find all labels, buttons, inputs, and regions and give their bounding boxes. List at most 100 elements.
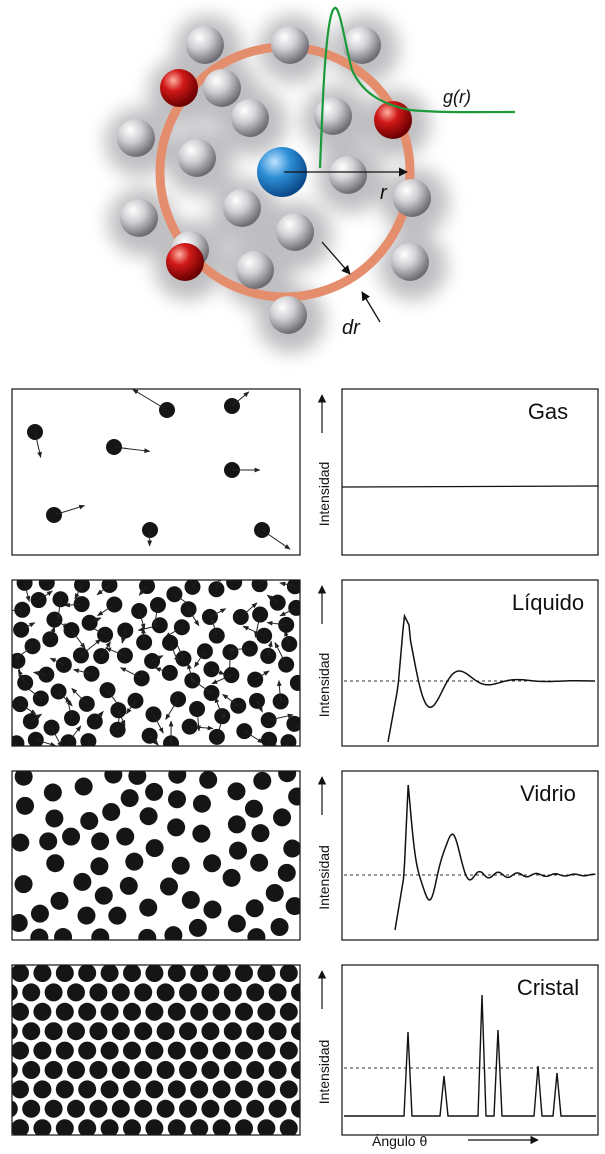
velocity-arrow (297, 676, 300, 684)
particle (89, 983, 108, 1002)
particle (160, 877, 179, 896)
velocity-arrow (94, 710, 104, 722)
state-label: Gas (528, 399, 568, 424)
velocity-arrow (12, 608, 23, 613)
velocity-arrow (196, 708, 201, 732)
particle (302, 1119, 320, 1137)
particle (12, 1041, 29, 1060)
velocity-arrow (105, 647, 126, 657)
velocity-arrow (267, 640, 273, 657)
particle (227, 815, 246, 834)
particle (224, 1139, 242, 1154)
particle (12, 1100, 18, 1118)
velocity-arrow (121, 630, 126, 644)
particle (167, 1119, 186, 1135)
velocity-arrow (231, 391, 250, 407)
particle (302, 964, 320, 982)
particle (145, 782, 164, 801)
particle (167, 965, 186, 982)
gray-atom (120, 199, 158, 237)
particle (285, 897, 300, 916)
particle (73, 872, 92, 891)
particle (17, 674, 34, 691)
particle (167, 790, 186, 809)
particle (45, 1139, 63, 1154)
intensity-curve (387, 613, 595, 743)
velocity-arrow (32, 670, 47, 676)
particle (229, 841, 248, 860)
particle (179, 1022, 197, 1041)
velocity-arrow (80, 638, 102, 656)
particle (100, 1119, 119, 1135)
particle (188, 918, 207, 937)
gray-atom (178, 139, 216, 177)
particle (138, 928, 157, 940)
particle (67, 1022, 85, 1041)
velocity-arrow (120, 667, 142, 679)
velocity-arrow (211, 668, 226, 675)
particle (247, 671, 264, 688)
velocity-arrow (113, 446, 151, 454)
particle (111, 1022, 130, 1041)
particle (167, 1080, 186, 1099)
velocity-arrow (211, 674, 232, 685)
particle (94, 886, 113, 905)
particle (257, 1002, 276, 1021)
particle (16, 580, 33, 591)
particle (39, 832, 58, 851)
particle (269, 1139, 287, 1154)
gray-atom (276, 213, 314, 251)
particle (253, 771, 272, 790)
velocity-arrow (268, 739, 278, 746)
gray-atom (223, 189, 261, 227)
velocity-arrow (58, 691, 73, 707)
particle (192, 794, 211, 813)
particle (67, 1099, 85, 1118)
particle (257, 965, 276, 982)
gray-atom (117, 119, 155, 157)
velocity-arrow (254, 670, 270, 680)
particle (257, 1041, 276, 1060)
particle (226, 580, 243, 591)
particle (212, 965, 231, 982)
particle (291, 1022, 300, 1041)
particle (268, 1099, 287, 1118)
particle (89, 1061, 108, 1079)
particle (223, 1022, 242, 1041)
velocity-arrow (216, 711, 226, 738)
particle (134, 1139, 152, 1154)
particle (268, 1061, 287, 1079)
particle (291, 1061, 300, 1079)
velocity-arrow (279, 581, 295, 587)
particle (167, 1041, 186, 1060)
velocity-arrow (19, 703, 37, 715)
intensity-curve (341, 485, 599, 488)
velocity-arrow (294, 723, 300, 729)
velocity-arrow (72, 668, 92, 675)
velocity-arrow (254, 614, 261, 638)
velocity-arrow (153, 714, 164, 734)
velocity-arrow (34, 431, 42, 458)
particle (246, 1139, 264, 1154)
particle (156, 1061, 175, 1079)
particle (201, 1022, 220, 1041)
velocity-arrow (96, 584, 110, 596)
velocity-arrow (266, 594, 279, 604)
particle (12, 1119, 29, 1135)
particle (120, 789, 139, 808)
particle (190, 965, 209, 982)
intensity-plot-frame (341, 770, 599, 941)
velocity-arrow (49, 657, 65, 666)
particle (30, 904, 49, 923)
intensity-curve (394, 784, 596, 931)
particle (46, 854, 65, 873)
particle (268, 1022, 287, 1041)
particle (134, 1099, 153, 1118)
particle (54, 928, 73, 940)
velocity-arrow (152, 604, 159, 627)
particle (111, 983, 130, 1002)
velocity-arrow (244, 730, 264, 744)
particles (12, 580, 300, 746)
particle (101, 580, 118, 594)
particle (89, 1139, 107, 1154)
